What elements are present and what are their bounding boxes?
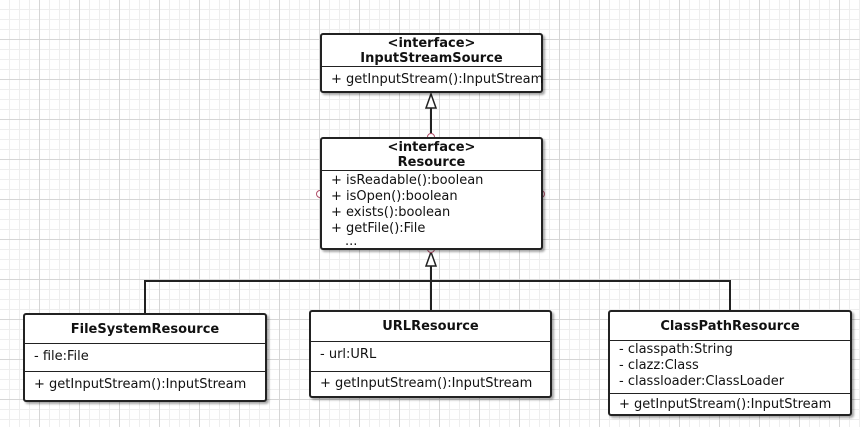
method-item: + getInputStream():InputStream xyxy=(34,377,247,392)
stereotype-label: <interface> xyxy=(387,139,476,155)
methods-section: + isReadable():boolean + isOpen():boolea… xyxy=(322,171,541,249)
class-name: FileSystemResource xyxy=(70,321,220,337)
class-name: URLResource xyxy=(382,319,479,334)
attributes-section: - url:URL xyxy=(311,342,550,372)
attribute-item: - url:URL xyxy=(320,347,377,362)
class-header: URLResource xyxy=(311,312,550,342)
class-url-resource[interactable]: URLResource - url:URL + getInputStream()… xyxy=(309,310,552,398)
generalization-arrowhead xyxy=(424,249,438,267)
class-header: ClassPathResource xyxy=(610,312,850,341)
method-item: + isReadable():boolean xyxy=(331,173,484,188)
class-class-path-resource[interactable]: ClassPathResource - classpath:String - c… xyxy=(608,310,852,416)
method-item: + getInputStream():InputStream xyxy=(619,397,832,412)
attributes-section: - file:File xyxy=(25,344,265,372)
class-name: Resource xyxy=(397,154,466,170)
method-item: + exists():boolean xyxy=(331,205,451,220)
attributes-section: - classpath:String - clazz:Class - class… xyxy=(610,341,850,394)
class-input-stream-source[interactable]: <interface> InputStreamSource + getInput… xyxy=(320,33,543,93)
methods-section: + getInputStream():InputStream xyxy=(311,372,550,394)
attribute-item: - classpath:String xyxy=(619,342,733,357)
class-name: ClassPathResource xyxy=(660,318,800,334)
method-item: + getFile():File xyxy=(331,221,426,236)
generalization-arrowhead xyxy=(424,91,438,109)
method-item: + getInputStream():InputStream xyxy=(331,72,544,87)
method-item: + getInputStream():InputStream xyxy=(320,376,533,391)
methods-section: + getInputStream():InputStream xyxy=(610,394,850,415)
methods-section: + getInputStream():InputStream xyxy=(322,67,544,90)
stereotype-label: <interface> xyxy=(387,35,476,51)
class-file-system-resource[interactable]: FileSystemResource - file:File + getInpu… xyxy=(23,313,267,402)
class-name: InputStreamSource xyxy=(360,50,503,66)
class-header: FileSystemResource xyxy=(25,315,265,344)
methods-section: + getInputStream():InputStream xyxy=(25,372,265,395)
attribute-item: - file:File xyxy=(34,349,89,364)
attribute-item: - classloader:ClassLoader xyxy=(619,374,785,389)
class-resource[interactable]: <interface> Resource + isReadable():bool… xyxy=(320,137,543,250)
class-header: <interface> InputStreamSource xyxy=(322,35,541,67)
class-header: <interface> Resource xyxy=(322,139,541,171)
method-ellipsis: ... xyxy=(345,234,358,249)
attribute-item: - clazz:Class xyxy=(619,358,699,373)
connector-bus xyxy=(144,280,731,313)
method-item: + isOpen():boolean xyxy=(331,189,458,204)
